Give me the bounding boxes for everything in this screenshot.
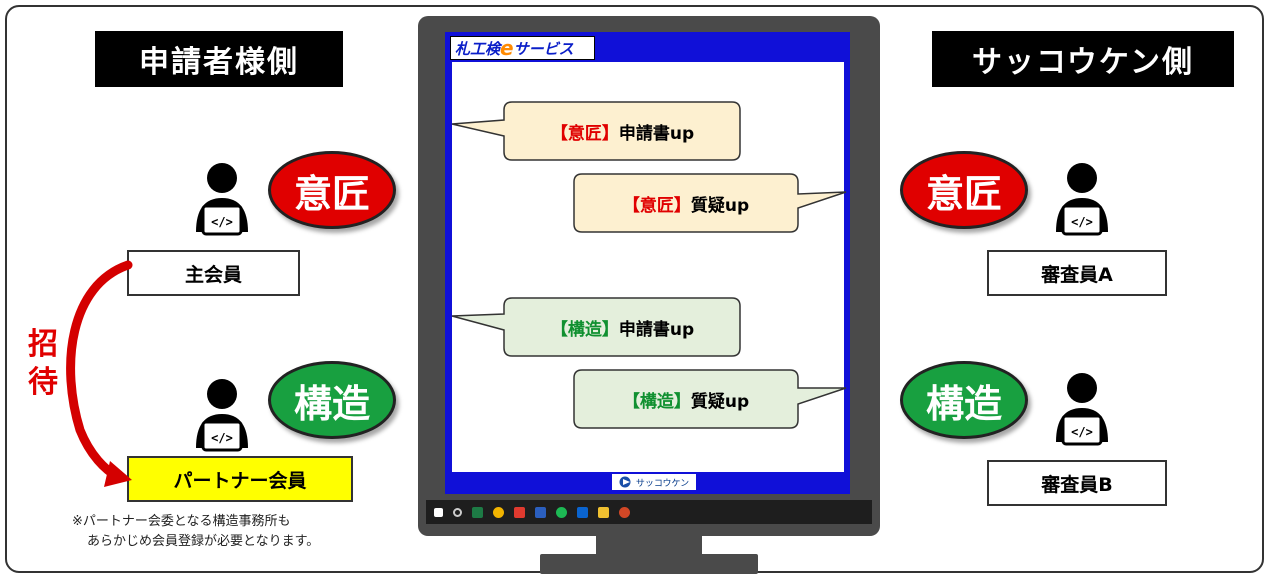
monitor-stand-neck <box>596 536 702 554</box>
bubble-design-application-text: 【意匠】申請書up <box>505 102 740 160</box>
sakkouken-side-title: サッコウケン側 <box>932 31 1234 87</box>
applicant-side-title: 申請者様側 <box>95 31 343 87</box>
svg-text:</>: </> <box>211 431 233 445</box>
bubble-1-tag: 【意匠】 <box>550 123 619 144</box>
word-icon <box>535 506 546 518</box>
footer-logo-text: サッコウケン <box>635 478 690 489</box>
partner-member-person-icon: </> <box>190 376 254 456</box>
logo-suffix: サービス <box>513 39 574 58</box>
bubble-structure-question <box>573 369 847 429</box>
structure-badge-left: 構造 <box>268 361 396 439</box>
bubble-4-tag: 【構造】 <box>622 391 691 412</box>
search-icon <box>453 507 462 517</box>
main-member-person-icon: </> <box>190 160 254 240</box>
bubble-3-tag: 【構造】 <box>550 319 619 340</box>
bubble-structure-application <box>451 297 741 357</box>
note-line-1: ※パートナー会委となる構造事務所も <box>72 514 291 529</box>
explorer-icon <box>598 506 609 518</box>
excel-icon <box>472 506 483 518</box>
person-laptop-icon: </> <box>196 163 248 236</box>
reviewer-b-box: 審査員B <box>987 460 1167 506</box>
person-laptop-icon: </> <box>1056 163 1108 236</box>
partner-member-box: パートナー会員 <box>127 456 353 502</box>
invite-arrow-icon <box>66 260 133 487</box>
invite-char-1: 招 <box>28 327 58 362</box>
main-member-box: 主会員 <box>127 250 300 296</box>
bubble-structure-application-text: 【構造】申請書up <box>505 298 740 356</box>
svg-text:</>: </> <box>1071 425 1093 439</box>
person-laptop-icon: </> <box>196 379 248 452</box>
design-badge-left: 意匠 <box>268 151 396 229</box>
svg-text:</>: </> <box>211 215 233 229</box>
reviewer-a-person-icon: </> <box>1050 160 1114 240</box>
taskbar <box>426 500 872 524</box>
svg-text:</>: </> <box>1071 215 1093 229</box>
logo-prefix: 札工検 <box>455 39 501 58</box>
powerpoint-icon <box>619 506 630 518</box>
design-badge-right: 意匠 <box>900 151 1028 229</box>
reviewer-b-person-icon: </> <box>1050 370 1114 450</box>
person-laptop-icon: </> <box>1056 373 1108 446</box>
bubble-design-application <box>451 101 741 161</box>
bubble-2-text: 質疑up <box>690 195 750 216</box>
windows-start-icon <box>434 507 443 517</box>
chrome-icon <box>493 506 504 518</box>
bubble-2-tag: 【意匠】 <box>622 195 691 216</box>
footer-company-logo: サッコウケン <box>612 474 696 490</box>
bubble-1-text: 申請書up <box>618 123 695 144</box>
note-line-2: あらかじめ会員登録が必要となります。 <box>87 534 320 549</box>
service-logo: 札工検 e サービス <box>450 36 595 60</box>
bubble-structure-question-text: 【構造】質疑up <box>575 370 797 428</box>
monitor-stand-base <box>540 554 758 574</box>
logo-e: e <box>500 36 514 60</box>
invite-char-2: 待 <box>28 365 58 400</box>
bubble-4-text: 質疑up <box>690 391 750 412</box>
app-icon <box>514 506 525 518</box>
outlook-icon <box>577 506 588 518</box>
bubble-design-question <box>573 173 847 233</box>
spotify-icon <box>556 506 567 518</box>
bubble-3-text: 申請書up <box>618 319 695 340</box>
bubble-design-question-text: 【意匠】質疑up <box>575 174 797 232</box>
invite-label: 招 待 <box>25 326 61 402</box>
reviewer-a-box: 審査員A <box>987 250 1167 296</box>
company-mark-icon <box>619 476 631 488</box>
structure-badge-right: 構造 <box>900 361 1028 439</box>
